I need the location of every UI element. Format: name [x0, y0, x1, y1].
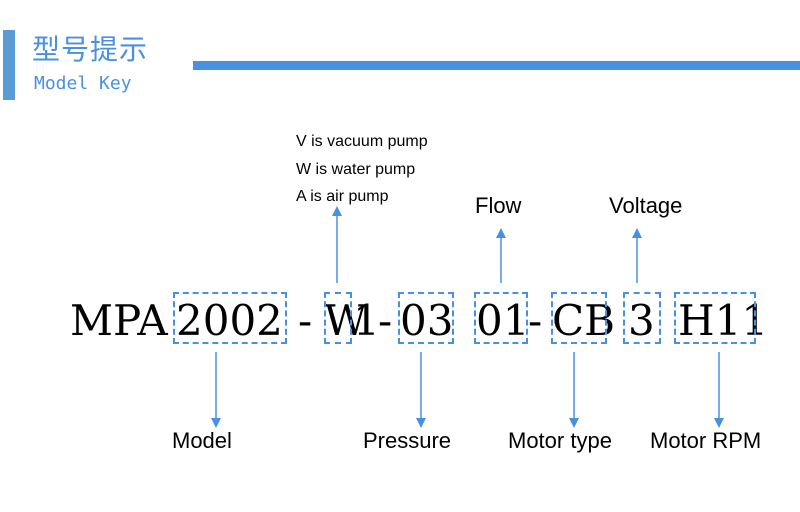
code-flow: 01	[476, 296, 530, 345]
pump-type-vacuum: V is vacuum pump	[296, 133, 428, 150]
label-motor-type: Motor type	[508, 428, 612, 453]
code-motor-type: CB	[552, 296, 615, 345]
arrow-up-pump-type	[332, 206, 342, 283]
code-dash-2: -	[378, 296, 393, 345]
arrow-down-model	[211, 352, 221, 428]
label-pressure: Pressure	[363, 428, 452, 453]
code-rpm: H11	[678, 296, 769, 345]
pressure-box	[398, 292, 454, 344]
motor-type-box	[551, 292, 607, 344]
code-prefix-mpa: MPA	[70, 296, 168, 345]
code-series: 1	[353, 296, 380, 345]
arrow-down-rpm	[714, 352, 724, 428]
rpm-box	[674, 292, 756, 344]
code-dash-3: -	[528, 296, 543, 345]
code-voltage: 3	[628, 296, 655, 345]
arrow-up-voltage	[632, 228, 642, 283]
model-box	[173, 292, 287, 344]
page-subtitle: Model Key	[34, 73, 132, 94]
label-voltage: Voltage	[609, 193, 683, 218]
code-pump-type: W	[324, 296, 368, 345]
pump-type-air: A is air pump	[296, 188, 389, 205]
arrow-down-motor-type	[569, 352, 579, 428]
code-dash-1: -	[298, 296, 313, 345]
code-model: 2002	[176, 296, 283, 345]
header-accent-bar	[3, 30, 15, 100]
arrow-up-flow	[496, 228, 506, 283]
label-model: Model	[172, 428, 232, 453]
header-rule	[193, 61, 800, 70]
code-pressure: 03	[400, 296, 454, 345]
arrow-down-pressure	[416, 352, 426, 428]
pump-type-box	[324, 292, 352, 344]
label-flow: Flow	[475, 193, 522, 218]
label-motor-rpm: Motor RPM	[650, 428, 762, 453]
voltage-box	[623, 292, 661, 344]
flow-box	[474, 292, 528, 344]
page-title: 型号提示	[32, 33, 149, 66]
pump-type-water: W is water pump	[296, 161, 416, 178]
